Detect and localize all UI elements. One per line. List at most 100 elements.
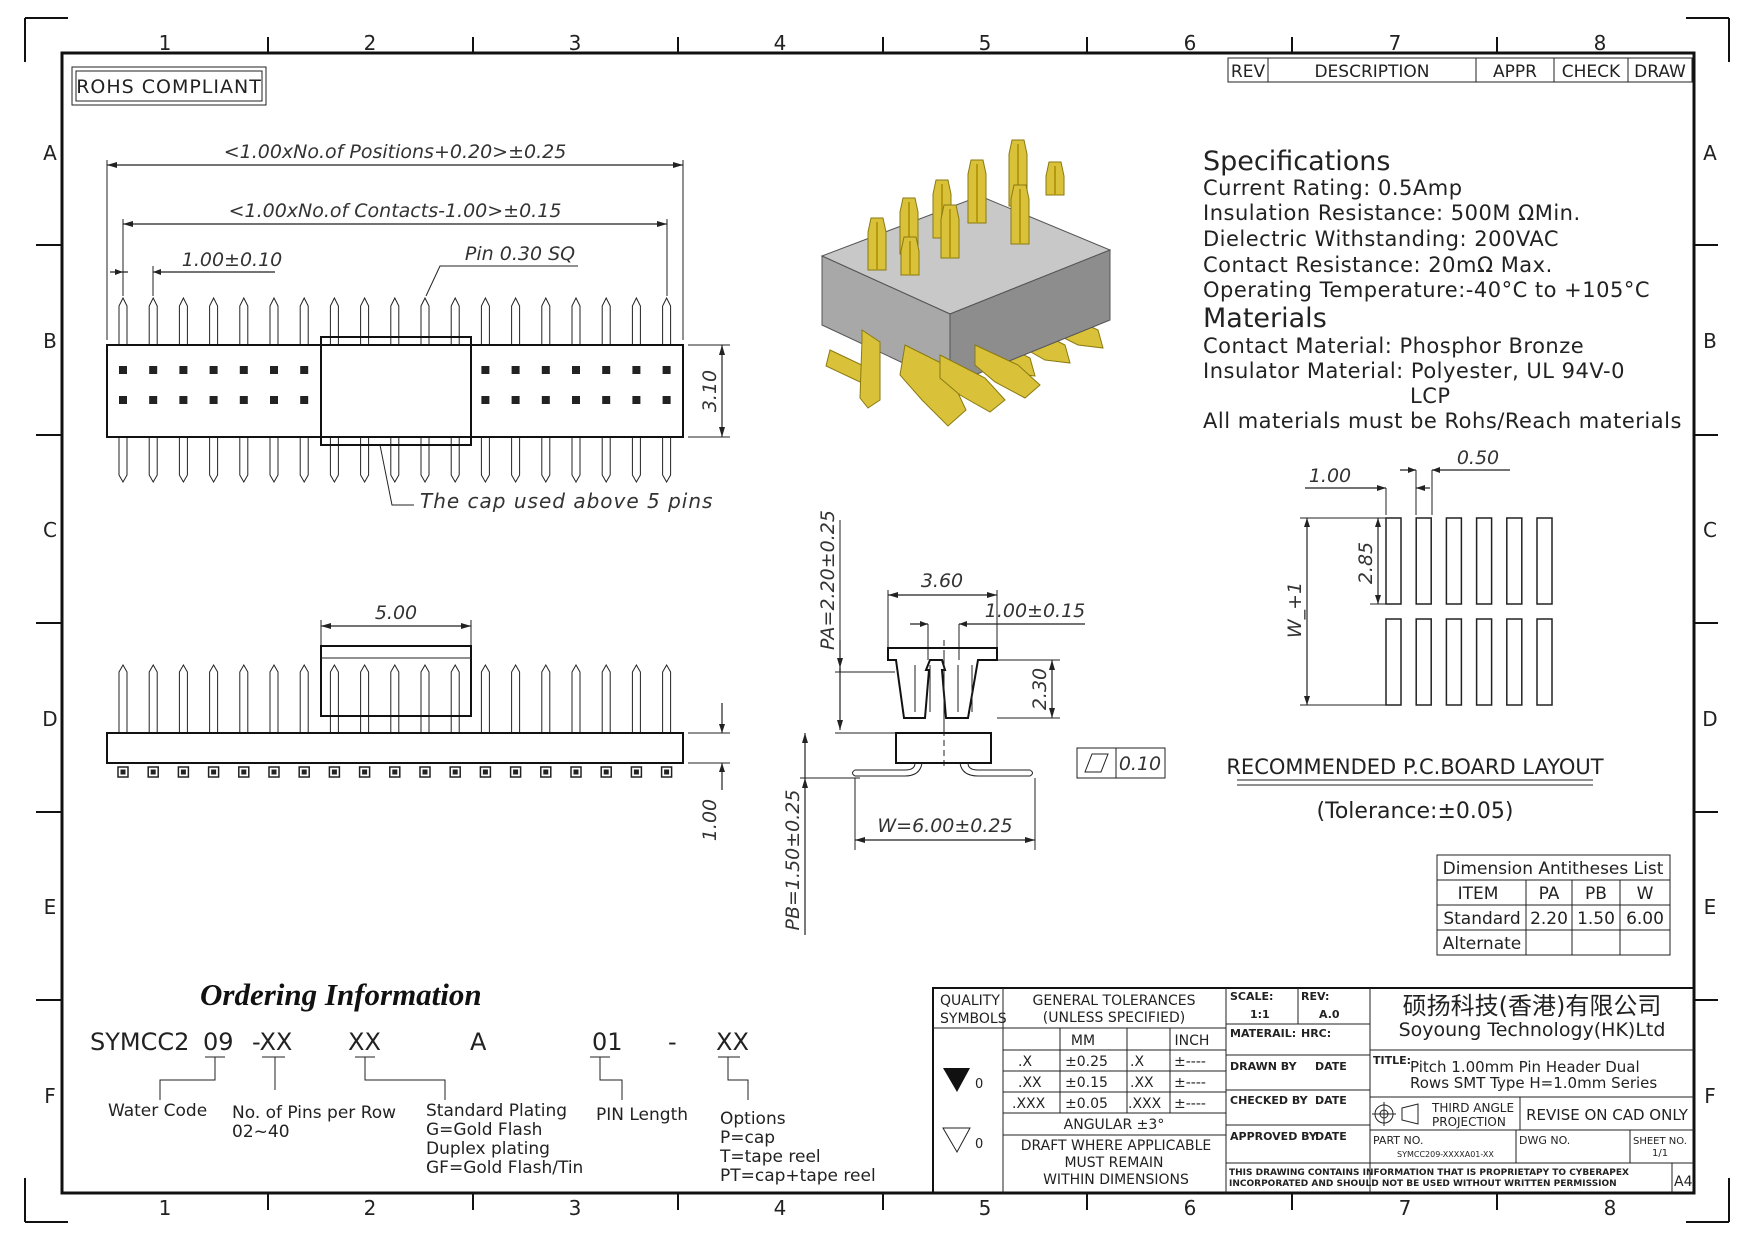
pin-square (602, 396, 611, 404)
col-label: 4 (774, 31, 787, 55)
ordering-title: Ordering Information (200, 977, 482, 1012)
pin-top (480, 296, 490, 345)
revision-table: REV DESCRIPTION APPR CHECK DRAW (1227, 57, 1693, 83)
pin-bottom (148, 437, 158, 484)
plating-line: G=Gold Flash (426, 1120, 542, 1140)
pin-top (148, 296, 158, 345)
pcb-pad (1415, 517, 1432, 605)
side-pin (239, 663, 249, 733)
tol-cell: ±0.15 (1065, 1075, 1108, 1091)
mm-label: MM (1071, 1033, 1095, 1049)
pin-bottom (390, 437, 400, 484)
col-label: 3 (569, 31, 582, 55)
col-label: 8 (1604, 1196, 1617, 1220)
col-label: 1 (159, 31, 172, 55)
row-label: F (1704, 1084, 1716, 1108)
pin-top (178, 296, 188, 345)
pcb-pad (1506, 517, 1523, 605)
pcb-layout: 1.00 0.50 2.85 W_+1 RECOMMENDED P.C.BOAR… (1226, 447, 1603, 824)
pin-bottom (178, 437, 188, 484)
material-line: Insulator Material: Polyester, UL 94V-0 (1203, 359, 1625, 383)
pin-square (179, 366, 188, 374)
pins-range: 02~40 (232, 1122, 290, 1142)
tol-cell: ±0.05 (1065, 1096, 1108, 1112)
side-pin (450, 663, 460, 733)
row-label: C (1703, 518, 1717, 542)
side-foot-core (482, 769, 488, 775)
flatness-value: 0.10 (1119, 753, 1161, 775)
projection1: THIRD ANGLE (1431, 1101, 1514, 1115)
plating-title: Standard Plating (426, 1101, 567, 1121)
pad-width-dim: 0.50 (1457, 447, 1499, 469)
pcb-pad (1445, 517, 1463, 605)
pb-dim: PB=1.50±0.25 (782, 790, 804, 931)
title-line1: Pitch 1.00mm Pin Header Dual (1410, 1058, 1640, 1076)
pin-square (632, 396, 641, 404)
tol-cell: ±0.25 (1065, 1054, 1108, 1070)
option-line: P=cap (720, 1128, 775, 1148)
pin-top (631, 296, 641, 345)
pin-square (209, 396, 218, 404)
company-cn: 硕扬科技(香港)有限公司 (1403, 992, 1662, 1020)
draft1: DRAFT WHERE APPLICABLE (1021, 1138, 1212, 1154)
spec-line: Dielectric Withstanding: 200VAC (1203, 227, 1559, 251)
col-label: 3 (569, 1196, 582, 1220)
pin-top (662, 296, 672, 345)
side-foot-core (362, 769, 368, 775)
w-plus-dim: W_+1 (1284, 582, 1306, 638)
pin-top (118, 296, 128, 345)
pcb-pad (1536, 517, 1553, 605)
disclaimer2: INCORPORATED AND SHOULD NOT BE USED WITH… (1229, 1179, 1617, 1189)
col-label: 7 (1399, 1196, 1412, 1220)
spec-line: Current Rating: 0.5Amp (1203, 176, 1463, 200)
projection2: PROJECTION (1432, 1115, 1506, 1129)
code-part: SYMCC2 (90, 1028, 189, 1056)
pad-length-dim: 2.85 (1355, 542, 1377, 584)
dim-pitch: 1.00±0.10 (182, 249, 283, 271)
inch-label: INCH (1175, 1033, 1210, 1049)
pin-top (299, 296, 309, 345)
side-foot-core (241, 769, 247, 775)
pin-label: Pin 0.30 SQ (465, 243, 575, 265)
side-pin (390, 663, 400, 733)
water-code: Water Code (108, 1101, 207, 1121)
side-pin (480, 663, 490, 733)
option-line: T=tape reel (719, 1147, 821, 1167)
pin-bottom (662, 437, 672, 484)
col-pb: PB (1585, 884, 1607, 904)
side-foot-core (180, 769, 186, 775)
pin-bottom (269, 437, 279, 484)
code-part: XX (716, 1028, 749, 1056)
tol-cell: .XXX (1012, 1096, 1046, 1112)
side-pin (631, 663, 641, 733)
col-label: 6 (1184, 1196, 1197, 1220)
dwg-no-label: DWG NO. (1519, 1134, 1570, 1147)
side-foot-core (543, 769, 549, 775)
triangle-symbol (943, 1068, 970, 1092)
row-label: C (43, 518, 57, 542)
tol-cell: .XX (1018, 1075, 1042, 1091)
title-block: QUALITY SYMBOLS GENERAL TOLERANCES (UNLE… (932, 987, 1695, 1194)
pin-square (632, 366, 641, 374)
pcb-pad (1385, 618, 1402, 706)
pa-dim: PA=2.20±0.25 (817, 510, 839, 650)
side-foot-core (150, 769, 156, 775)
cap-dim: 5.00 (375, 602, 417, 624)
pin-bottom (299, 437, 309, 484)
col-label: 2 (364, 1196, 377, 1220)
antithesis-table: Dimension Antitheses List ITEM PA PB W S… (1436, 854, 1671, 956)
col-pa: PA (1539, 884, 1560, 904)
pcb-pad (1385, 517, 1402, 605)
sheet-value: 1/1 (1652, 1148, 1668, 1159)
part-no: SYMCC209-XXXXA01-XX (1397, 1150, 1494, 1159)
pin-square (119, 396, 127, 404)
pcb-pad (1475, 517, 1493, 605)
pin-top (571, 296, 581, 345)
col-label: 4 (774, 1196, 787, 1220)
pin-square (149, 366, 158, 374)
options-title: Options (720, 1109, 786, 1129)
ordering-info: Ordering Information SYMCC2 09 -XX XX A … (90, 977, 876, 1186)
checked-by: CHECKED BY (1230, 1094, 1309, 1107)
row-pitch: 1.00±0.15 (985, 600, 1086, 622)
